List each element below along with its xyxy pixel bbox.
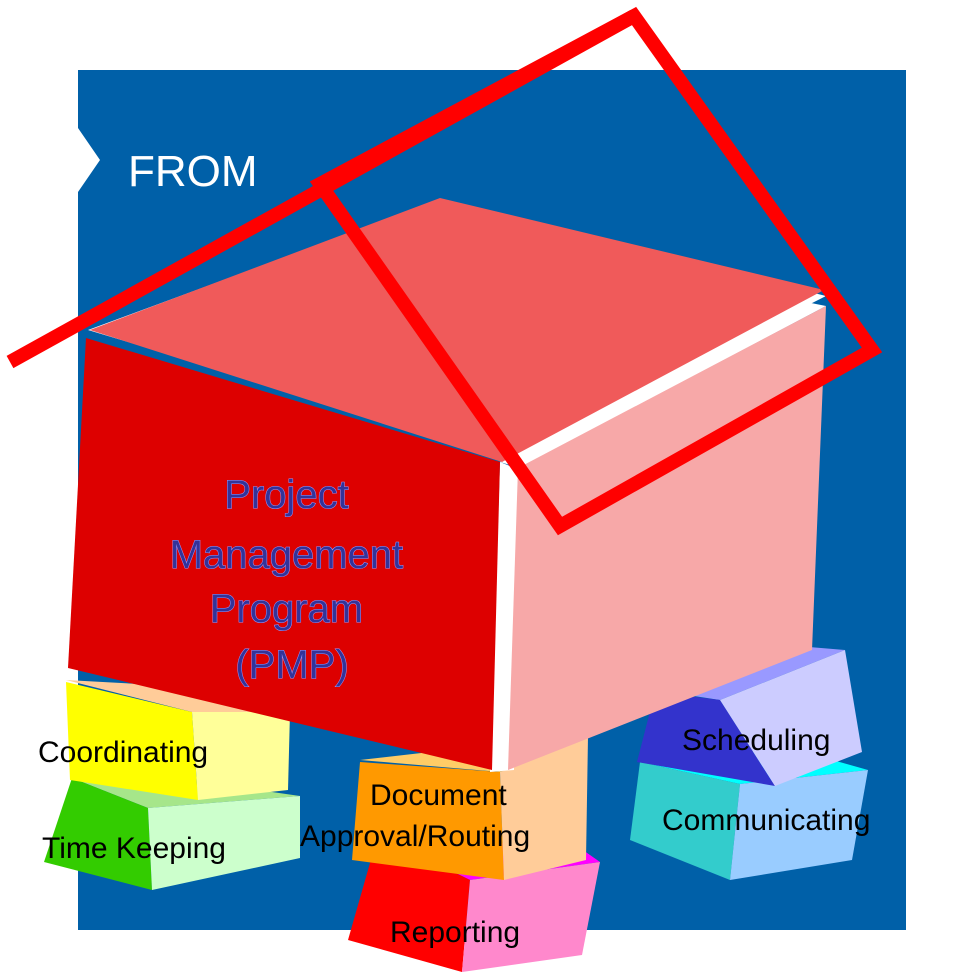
- pmp-box-front: [68, 338, 500, 770]
- approval-routing-label: Approval/Routing: [300, 820, 530, 853]
- reporting-label: Reporting: [390, 916, 520, 949]
- from-arrow-icon: [78, 128, 100, 192]
- time-keeping-label: Time Keeping: [42, 832, 226, 865]
- document-label: Document: [370, 779, 507, 812]
- roof-outline: [6, 6, 883, 536]
- scheduling-label: Scheduling: [682, 724, 830, 757]
- pmp-title: Project Management Program (PMP): [170, 473, 415, 687]
- communicating-label: Communicating: [662, 804, 870, 837]
- pmp-box-top: [90, 198, 824, 462]
- pmp-box: [68, 198, 826, 772]
- from-label: FROM: [128, 147, 258, 196]
- coordinating-block: [66, 680, 290, 800]
- coordinating-label: Coordinating: [38, 736, 208, 769]
